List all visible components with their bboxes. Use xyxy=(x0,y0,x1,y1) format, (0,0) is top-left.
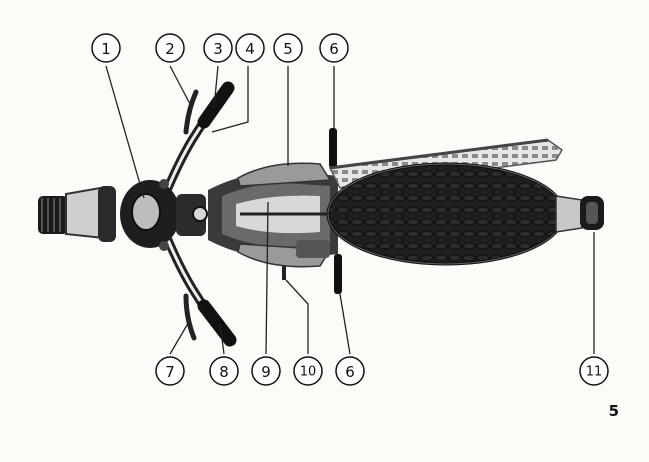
front-tire xyxy=(38,196,68,234)
kick-lever xyxy=(282,266,286,280)
clutch-lever xyxy=(183,293,197,341)
lower-grip xyxy=(197,299,237,347)
svg-text:10: 10 xyxy=(300,365,317,380)
footrest-lower xyxy=(334,254,342,294)
seat xyxy=(326,162,566,266)
callout-8: 8 xyxy=(209,356,239,386)
svg-text:3: 3 xyxy=(213,40,223,58)
svg-text:4: 4 xyxy=(245,40,255,58)
leader-lines xyxy=(105,65,595,355)
headlight-rim xyxy=(98,186,116,242)
callout-6-top: 6 xyxy=(319,33,349,63)
svg-text:6: 6 xyxy=(329,40,339,58)
meter-cluster xyxy=(120,179,180,251)
callout-6-bottom: 6 xyxy=(335,356,365,386)
svg-text:6: 6 xyxy=(345,363,355,381)
callout-5: 5 xyxy=(273,33,303,63)
page-number: 5 xyxy=(608,402,619,420)
svg-text:9: 9 xyxy=(261,363,271,381)
svg-text:8: 8 xyxy=(219,363,229,381)
svg-text:5: 5 xyxy=(283,40,293,58)
callout-1: 1 xyxy=(91,33,121,63)
svg-text:11: 11 xyxy=(586,365,603,380)
callout-9: 9 xyxy=(251,356,281,386)
brake-lever xyxy=(183,89,199,135)
svg-text:1: 1 xyxy=(101,40,111,58)
callout-10: 10 xyxy=(293,356,323,386)
svg-text:7: 7 xyxy=(165,363,175,381)
callout-3: 3 xyxy=(203,33,233,63)
rear-fender xyxy=(555,195,583,233)
svg-text:2: 2 xyxy=(165,40,175,58)
footrest-upper xyxy=(329,128,337,168)
steering-head xyxy=(176,194,206,236)
callout-11: 11 xyxy=(579,356,609,386)
callout-4: 4 xyxy=(235,33,265,63)
callout-2: 2 xyxy=(155,33,185,63)
upper-grip xyxy=(197,81,235,129)
motorcycle-illustration xyxy=(38,81,604,347)
callout-7: 7 xyxy=(155,356,185,386)
